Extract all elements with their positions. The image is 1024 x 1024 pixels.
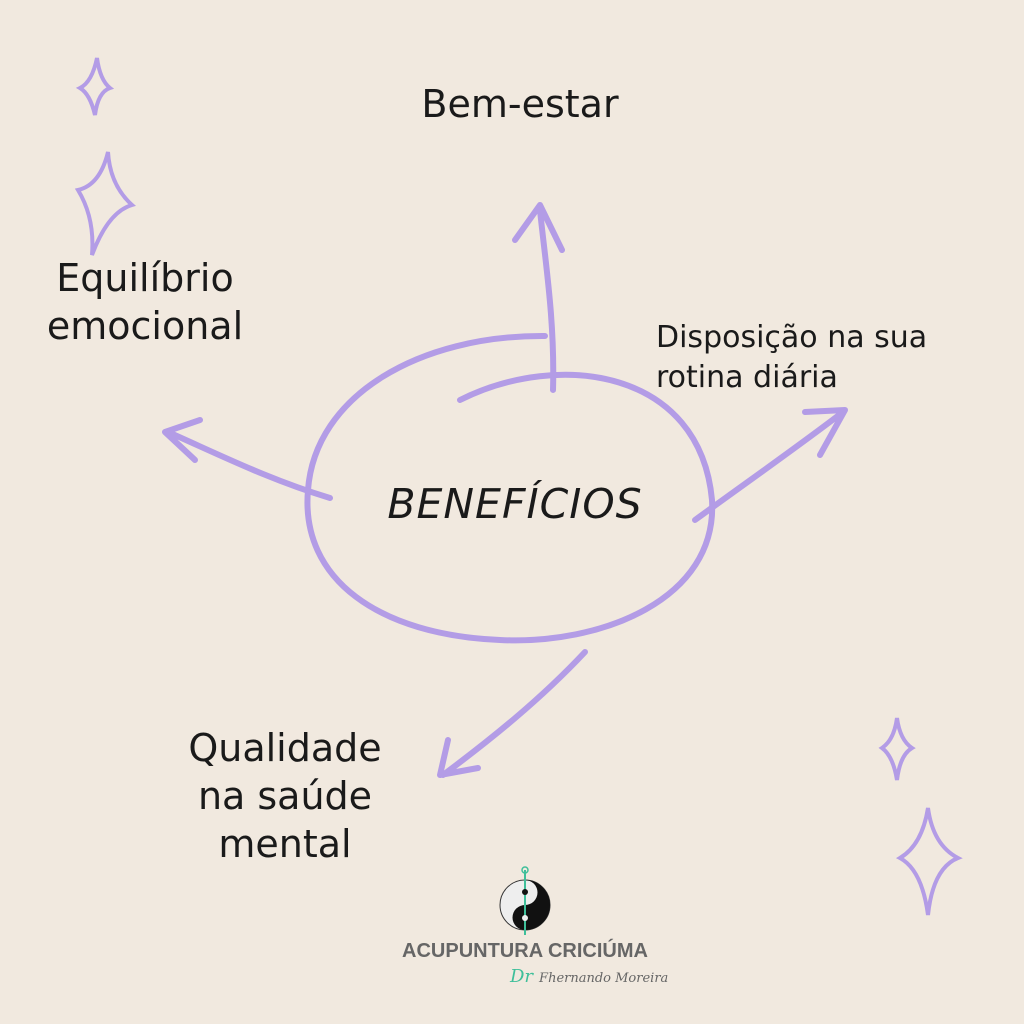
benefit-line: emocional [46, 304, 244, 348]
sparkle-icon [74, 57, 963, 916]
center-title: BENEFÍCIOS [387, 480, 643, 528]
benefit-saude-mental: Qualidade na saúde mental [150, 724, 420, 868]
signature-prefix: Dr [510, 966, 534, 987]
benefit-line: Qualidade [188, 726, 382, 770]
arrow-right [692, 407, 848, 523]
signature-name: Fhernando Moreira [539, 971, 669, 986]
benefit-line: Equilíbrio [56, 256, 234, 300]
logo-signature: Dr Fhernando Moreira [510, 966, 668, 987]
benefit-disposicao: Disposição na sua rotina diária [656, 318, 927, 398]
arrow-down-left [437, 649, 588, 778]
benefit-line: Disposição na sua [656, 320, 928, 355]
benefit-line: rotina diária [656, 360, 838, 395]
arrow-up [512, 202, 565, 393]
benefit-line: na saúde [197, 774, 373, 818]
arrow-left [162, 417, 333, 501]
yin-yang-logo-icon [499, 866, 551, 935]
benefit-line: mental [218, 822, 352, 866]
benefit-bem-estar: Bem-estar [380, 80, 660, 128]
logo-brand-name: ACUPUNTURA CRICIÚMA [402, 940, 648, 962]
center-ellipse [304, 332, 716, 644]
benefit-equilibrio-emocional: Equilíbrio emocional [10, 254, 280, 350]
benefit-line: Bem-estar [421, 82, 619, 126]
